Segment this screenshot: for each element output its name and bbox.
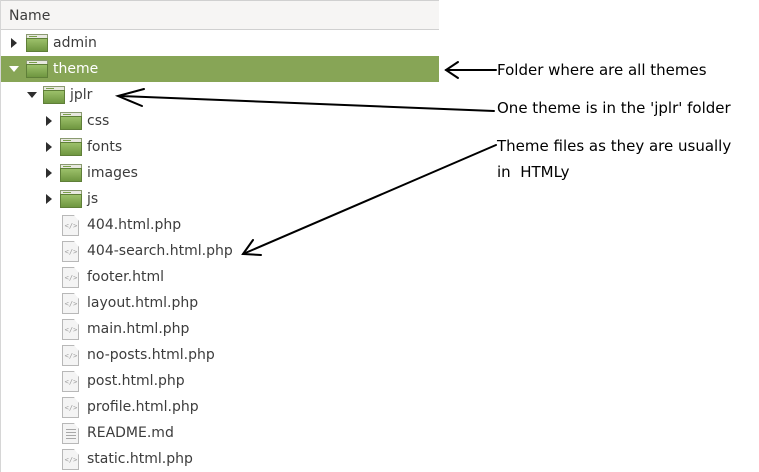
tree-row-label: profile.html.php <box>87 399 199 415</box>
expander-expanded-icon[interactable] <box>26 82 38 108</box>
tree-row-jplr[interactable]: jplr <box>1 82 439 108</box>
annotation-theme-files-line1: Theme files as they are usually <box>497 137 732 155</box>
code-file-icon: </> <box>62 267 79 288</box>
expander-collapsed-icon[interactable] <box>43 134 55 160</box>
tree-row-file[interactable]: </> main.html.php <box>1 316 439 342</box>
tree-row-label: theme <box>53 61 99 77</box>
tree-row-file[interactable]: </> post.html.php <box>1 368 439 394</box>
folder-icon <box>60 190 82 208</box>
tree-row-theme[interactable]: theme <box>1 56 439 82</box>
expander-collapsed-icon[interactable] <box>43 108 55 134</box>
tree-row-file[interactable]: </> footer.html <box>1 264 439 290</box>
tree-row-file[interactable]: </> layout.html.php <box>1 290 439 316</box>
tree-row-file[interactable]: </> 404.html.php <box>1 212 439 238</box>
folder-icon <box>26 34 48 52</box>
code-file-icon: </> <box>62 215 79 236</box>
tree-row-js[interactable]: js <box>1 186 439 212</box>
tree-row-label: admin <box>53 35 97 51</box>
file-tree-panel: Name admin theme jplr css fonts images <box>0 0 439 472</box>
tree-row-file[interactable]: </> no-posts.html.php <box>1 342 439 368</box>
column-header-name[interactable]: Name <box>1 0 439 30</box>
tree-row-label: 404.html.php <box>87 217 182 233</box>
text-file-icon <box>62 423 79 444</box>
code-file-icon: </> <box>62 293 79 314</box>
tree-row-label: jplr <box>70 87 93 103</box>
folder-icon <box>60 138 82 156</box>
tree-row-label: layout.html.php <box>87 295 199 311</box>
expander-collapsed-icon[interactable] <box>43 186 55 212</box>
tree-row-label: README.md <box>87 425 174 441</box>
tree-row-label: images <box>87 165 138 181</box>
tree-row-css[interactable]: css <box>1 108 439 134</box>
tree-row-label: no-posts.html.php <box>87 347 215 363</box>
tree-row-file[interactable]: </> profile.html.php <box>1 394 439 420</box>
tree-row-label: fonts <box>87 139 123 155</box>
annotation-themes-folder: Folder where are all themes <box>497 61 707 79</box>
tree-row-label: footer.html <box>87 269 164 285</box>
code-file-icon: </> <box>62 397 79 418</box>
tree-row-label: main.html.php <box>87 321 190 337</box>
folder-icon <box>60 164 82 182</box>
tree-row-label: post.html.php <box>87 373 185 389</box>
folder-icon <box>43 86 65 104</box>
code-file-icon: </> <box>62 345 79 366</box>
tree-row-images[interactable]: images <box>1 160 439 186</box>
tree-row-label: css <box>87 113 110 129</box>
folder-icon <box>26 60 48 78</box>
tree-row-file[interactable]: </> 404-search.html.php <box>1 238 439 264</box>
expander-expanded-icon[interactable] <box>8 56 20 82</box>
tree-row-label: js <box>87 191 99 207</box>
folder-icon <box>60 112 82 130</box>
tree-row-file[interactable]: README.md <box>1 420 439 446</box>
expander-collapsed-icon[interactable] <box>8 30 20 56</box>
column-header-label: Name <box>9 8 51 24</box>
tree-row-admin[interactable]: admin <box>1 30 439 56</box>
annotation-theme-files-line2: in HTMLy <box>497 163 570 181</box>
tree-row-file[interactable]: </> static.html.php <box>1 446 439 472</box>
tree-row-label: 404-search.html.php <box>87 243 233 259</box>
code-file-icon: </> <box>62 449 79 470</box>
expander-collapsed-icon[interactable] <box>43 160 55 186</box>
annotation-jplr-folder: One theme is in the 'jplr' folder <box>497 99 731 117</box>
code-file-icon: </> <box>62 319 79 340</box>
code-file-icon: </> <box>62 371 79 392</box>
code-file-icon: </> <box>62 241 79 262</box>
tree-row-fonts[interactable]: fonts <box>1 134 439 160</box>
tree-row-label: static.html.php <box>87 451 193 467</box>
